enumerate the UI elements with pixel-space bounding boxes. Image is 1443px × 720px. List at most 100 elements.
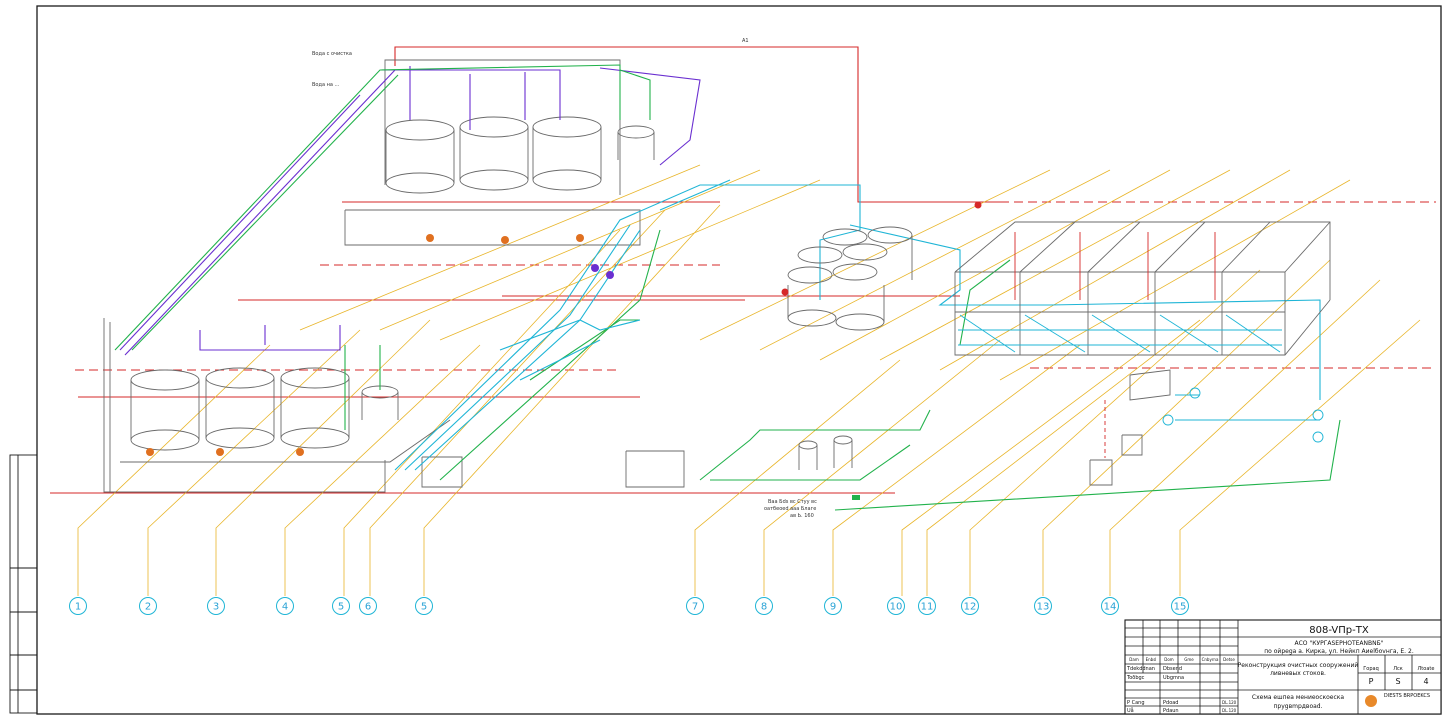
callout-number: 5 — [421, 602, 427, 613]
title-block-header-cell: Dam — [1129, 657, 1139, 662]
title-block: 808-VПр-TX АСО "КУРГАSЕРНОТЕАNВNБ" по ой… — [1124, 619, 1442, 715]
upper-tank-group — [344, 59, 655, 246]
valve-markers — [146, 201, 982, 500]
project-title-line-1: Реконструкция очистных сооружений — [1238, 662, 1359, 669]
cyan-pipes — [394, 179, 1321, 471]
callout-number: 5 — [338, 602, 344, 613]
organization-line-2: по ойреgа а. Кирка, ул. Нейкп Аиеlбоvнга… — [1264, 648, 1414, 655]
lower-tank-group — [103, 318, 685, 493]
callout-number: 12 — [964, 602, 977, 613]
leader-lines — [77, 164, 1421, 596]
note-bottom-1: Ваа Бds вс Стуу вс — [768, 499, 817, 505]
callout-11: 10 — [887, 597, 905, 615]
callout-number: 4 — [282, 602, 288, 613]
callout-circle — [69, 597, 87, 615]
person-name: Dbsend — [1163, 666, 1182, 672]
title-block-header-cell: Enbsl — [1146, 657, 1157, 662]
callout-9: 8 — [755, 597, 773, 615]
sign-date: DL.120 — [1222, 708, 1237, 713]
callout-circle — [415, 597, 433, 615]
callout-circle — [686, 597, 704, 615]
binding-strip — [9, 454, 38, 714]
callout-7: 5 — [415, 597, 433, 615]
callout-circle — [332, 597, 350, 615]
callout-number: 13 — [1037, 602, 1050, 613]
callout-3: 3 — [207, 597, 225, 615]
filter-tanks — [787, 226, 913, 470]
callout-circle — [887, 597, 905, 615]
green-pipes — [114, 64, 1341, 511]
company-logo-text: DIESTS BRPOEKCS — [1384, 693, 1430, 699]
callout-number: 11 — [921, 602, 934, 613]
callout-circle — [918, 597, 936, 615]
sheet-frame — [36, 5, 1442, 715]
callout-number: 15 — [1174, 602, 1187, 613]
callout-circle — [276, 597, 294, 615]
treatment-modules — [954, 221, 1331, 356]
callout-circle — [207, 597, 225, 615]
callout-14: 13 — [1034, 597, 1052, 615]
sheets-value: 4 — [1423, 677, 1428, 686]
drawing-code: 808-VПр-TX — [1309, 625, 1369, 636]
callout-number: 1 — [75, 602, 81, 613]
callout-16: 15 — [1171, 597, 1189, 615]
note-top-left-2: Вода на ... — [312, 82, 340, 88]
callout-2: 2 — [139, 597, 157, 615]
role-name: Uå — [1127, 707, 1134, 714]
sheets-label: Лtoate — [1418, 666, 1435, 672]
callout-circle — [1034, 597, 1052, 615]
person-name: Pdaun — [1163, 708, 1179, 714]
callout-number: 8 — [761, 602, 767, 613]
callout-5: 5 — [332, 597, 350, 615]
title-block-header-row: Dam Enbsl Dom Gme Cnbyrna Detse — [1129, 657, 1235, 662]
role-name: Tdekddnan — [1126, 666, 1155, 672]
callout-number: 10 — [890, 602, 903, 613]
person-name: Pdoad — [1163, 700, 1179, 706]
callout-1: 1 — [69, 597, 87, 615]
callout-number: 2 — [145, 602, 151, 613]
callout-10: 9 — [824, 597, 842, 615]
title-block-header-cell: Gme — [1184, 657, 1194, 662]
title-block-header-cell: Dom — [1164, 657, 1174, 662]
title-block-header-cell: Detse — [1223, 657, 1235, 662]
note-bottom-2: оатбеоеd ааа Благе — [764, 506, 816, 512]
role-name: Toðbgc — [1126, 675, 1145, 681]
callout-6: 6 — [359, 597, 377, 615]
sheet-title-line-1: Схема ешпеа мениеоскоеска — [1252, 694, 1345, 701]
callout-4: 4 — [276, 597, 294, 615]
pipe-label-a1: А1 — [742, 38, 749, 44]
role-name: P Cang — [1127, 700, 1145, 706]
callout-number: 9 — [830, 602, 836, 613]
person-name: Ubgmna — [1163, 675, 1184, 681]
callout-13: 12 — [961, 597, 979, 615]
callout-circle — [139, 597, 157, 615]
project-title-line-2: ливневых стоков. — [1270, 670, 1326, 677]
callout-circle — [1101, 597, 1119, 615]
callout-circle — [1171, 597, 1189, 615]
callout-circle — [755, 597, 773, 615]
sheet-label: Лск — [1393, 666, 1403, 672]
dosing-units — [1089, 369, 1324, 486]
callout-circle — [824, 597, 842, 615]
note-top-left-1: Вода с очистка — [312, 51, 352, 57]
sign-date: DL.120 — [1222, 700, 1237, 705]
callout-12: 11 — [918, 597, 936, 615]
title-block-header-cell: Cnbyrna — [1202, 657, 1219, 662]
callout-circle — [961, 597, 979, 615]
callout-number: 6 — [365, 602, 371, 613]
purple-pipes — [119, 66, 701, 356]
callout-8: 7 — [686, 597, 704, 615]
callout-number: 14 — [1104, 602, 1117, 613]
callout-number: 3 — [213, 602, 219, 613]
sheet-title-line-2: пруgвmрдвоаd. — [1273, 703, 1322, 710]
callout-circle — [359, 597, 377, 615]
callout-number: 7 — [692, 602, 698, 613]
organization-line-1: АСО "КУРГАSЕРНОТЕАNВNБ" — [1295, 640, 1384, 647]
note-bottom-3: ав Ь. 160 — [790, 513, 814, 519]
sheet-value: S — [1395, 677, 1400, 686]
drawing-notes: Вода с очистка Вода на ... А1 Ваа Бds вс… — [312, 38, 817, 519]
callout-15: 14 — [1101, 597, 1119, 615]
